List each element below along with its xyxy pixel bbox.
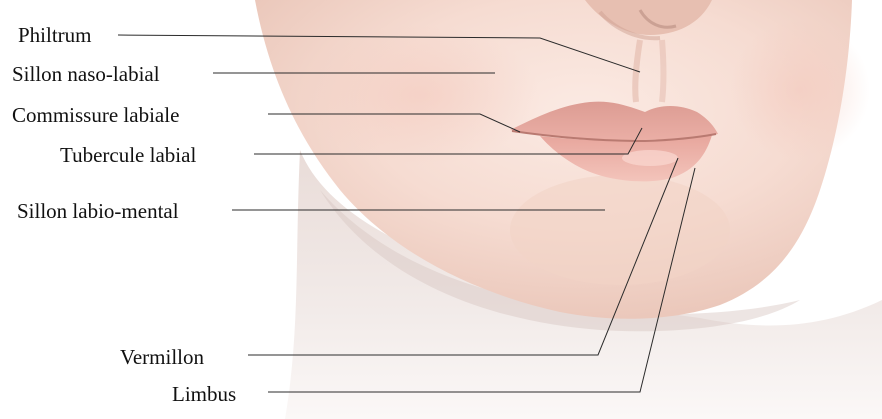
label-labio-mental: Sillon labio-mental: [17, 199, 179, 223]
label-commissure: Commissure labiale: [12, 103, 179, 127]
cheek-blush-right: [730, 20, 870, 160]
label-philtrum: Philtrum: [18, 23, 92, 47]
chin-shading: [510, 175, 730, 285]
philtrum-groove-2: [662, 40, 664, 102]
lip-highlight: [622, 150, 678, 166]
cheek-blush: [300, 25, 540, 165]
label-tubercule: Tubercule labial: [60, 143, 196, 167]
label-limbus: Limbus: [172, 382, 236, 406]
label-vermillon: Vermillon: [120, 345, 204, 369]
label-naso-labial: Sillon naso-labial: [12, 62, 160, 86]
